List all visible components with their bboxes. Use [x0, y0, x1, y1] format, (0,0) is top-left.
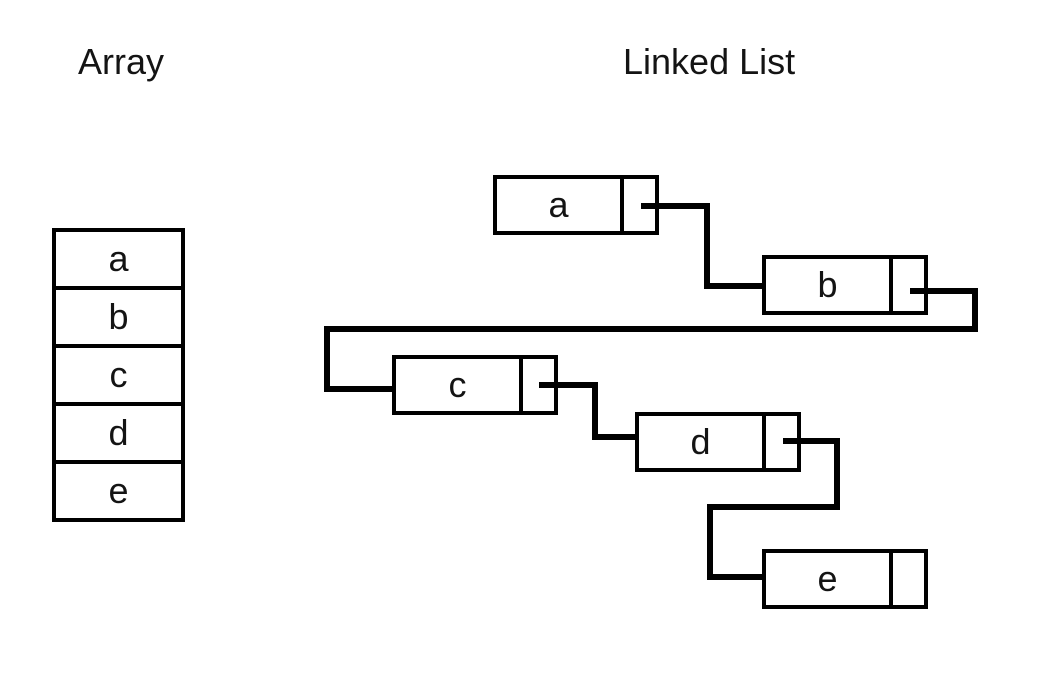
node-e-pointer-cell: [889, 553, 924, 605]
list-node-a: a: [493, 175, 659, 235]
node-a-pointer-cell: [620, 179, 655, 231]
node-c-pointer-cell: [519, 359, 554, 411]
node-b-pointer-cell: [889, 259, 924, 311]
array-cell-b: b: [56, 290, 181, 348]
pointer-link-a-b: [641, 203, 764, 289]
node-d-value-cell: d: [639, 416, 762, 468]
node-b-label: b: [817, 264, 838, 305]
node-e-label: e: [817, 558, 838, 599]
list-node-d: d: [635, 412, 801, 472]
node-e-value-cell: e: [766, 553, 889, 605]
array-cell-d: d: [56, 406, 181, 464]
node-c-label: c: [448, 364, 467, 405]
linked-list-title: Linked List: [623, 41, 796, 82]
node-a-label: a: [548, 184, 569, 225]
node-c-value-cell: c: [396, 359, 519, 411]
list-node-e: e: [762, 549, 928, 609]
list-node-c: c: [392, 355, 558, 415]
array-cell-e: e: [108, 470, 129, 511]
node-d-label: d: [690, 421, 711, 462]
node-a-value-cell: a: [497, 179, 620, 231]
array-table: a b c d e: [52, 228, 185, 522]
array-title: Array: [78, 41, 165, 82]
node-b-value-cell: b: [766, 259, 889, 311]
array-cell-c: c: [56, 348, 181, 406]
array-cell-a: a: [56, 232, 181, 290]
node-d-pointer-cell: [762, 416, 797, 468]
list-node-b: b: [762, 255, 928, 315]
